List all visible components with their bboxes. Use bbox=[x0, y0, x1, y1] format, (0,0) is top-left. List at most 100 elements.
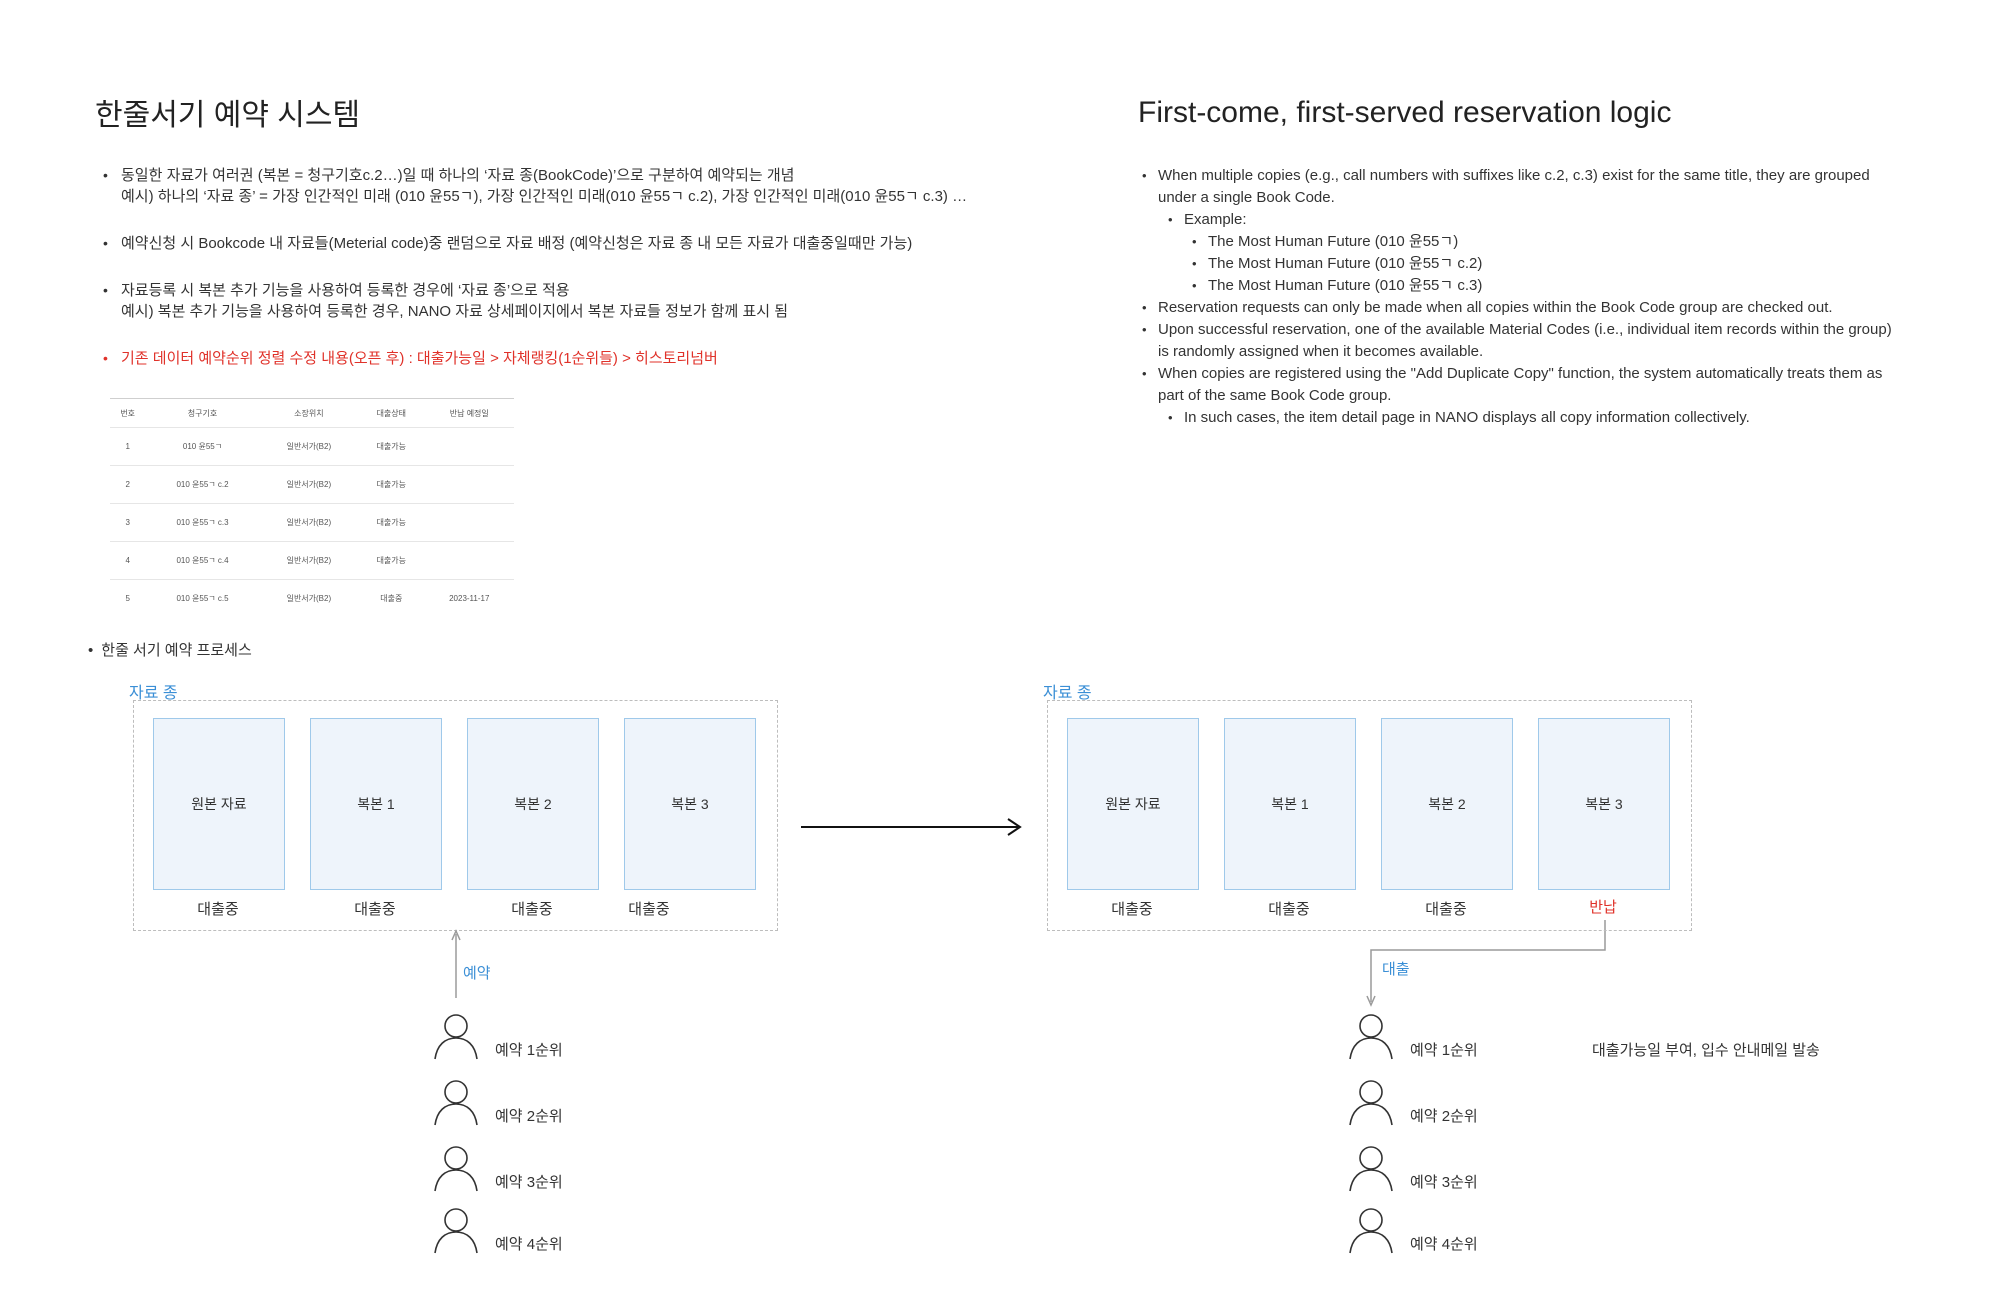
process-label: • 한줄 서기 예약 프로세스 bbox=[88, 639, 252, 660]
table-cell: 5 bbox=[125, 594, 130, 603]
queue-rank-label: 예약 4순위 bbox=[1410, 1236, 1478, 1253]
table-cell: 대출가능 bbox=[358, 465, 425, 504]
reservation-arrow bbox=[451, 929, 461, 998]
table-cell: 대출가능 bbox=[358, 427, 425, 466]
before-queue-item-4: 예약 4순위 bbox=[431, 1205, 691, 1261]
person-icon bbox=[1349, 1080, 1393, 1126]
after-book-copy-1: 복본 1 bbox=[1224, 718, 1356, 890]
table-cell: 4 bbox=[110, 541, 146, 580]
table-header-cell: 반납 예정일 bbox=[424, 398, 514, 428]
table-header-cell: 소장위치 bbox=[259, 398, 359, 428]
before-status-copy-3: 대출중 bbox=[628, 901, 670, 918]
after-status-copy-3-returned: 반납 bbox=[1589, 899, 1617, 916]
after-status-original: 대출중 bbox=[1111, 901, 1153, 918]
table-row: 3 010 윤55ㄱ c.3 일반서가(B2) 대출가능 bbox=[110, 503, 514, 542]
table-cell: 대출가능 bbox=[358, 541, 425, 580]
table-cell: 2 bbox=[110, 465, 146, 504]
queue-rank-label: 예약 1순위 bbox=[495, 1042, 563, 1059]
table-cell bbox=[424, 427, 514, 466]
korean-bullet-3-line-2: 예시) 복본 추가 기능을 사용하여 등록한 경우, NANO 자료 상세페이지… bbox=[121, 303, 789, 320]
table-cell: 일반서가(B2) bbox=[259, 503, 359, 542]
after-book-copy-2: 복본 2 bbox=[1381, 718, 1513, 890]
korean-bullet-1-line-2: 예시) 하나의 ‘자료 종’ = 가장 인간적인 미래 (010 윤55ㄱ), … bbox=[121, 188, 968, 205]
korean-bullet-4-line-1: 기존 데이터 예약순위 정렬 수정 내용(오픈 후) : 대출가능일 > 자체랭… bbox=[121, 350, 718, 367]
table-cell: 010 윤55ㄱ c.2 bbox=[145, 465, 260, 504]
korean-bullet-1: 동일한 자료가 여러권 (복본 = 청구기호c.2…)일 때 하나의 ‘자료 종… bbox=[101, 165, 1001, 207]
korean-bullet-4-highlight: 기존 데이터 예약순위 정렬 수정 내용(오픈 후) : 대출가능일 > 자체랭… bbox=[101, 348, 1001, 369]
queue-rank-label: 예약 2순위 bbox=[495, 1108, 563, 1125]
queue-rank-label: 예약 3순위 bbox=[1410, 1174, 1478, 1191]
before-queue-item-2: 예약 2순위 bbox=[431, 1077, 691, 1133]
before-book-original: 원본 자료 bbox=[153, 718, 285, 890]
table-cell: 1 bbox=[110, 427, 146, 466]
table-cell: 010 윤55ㄱ c.3 bbox=[145, 503, 260, 542]
queue-rank-label: 예약 1순위 bbox=[1410, 1042, 1478, 1059]
table-cell: 010 윤55ㄱ bbox=[145, 427, 260, 466]
before-queue-item-1: 예약 1순위 bbox=[431, 1011, 691, 1067]
person-icon bbox=[434, 1080, 478, 1126]
loan-connector bbox=[1366, 920, 1606, 1007]
before-group-label: 자료 종 bbox=[129, 685, 178, 702]
person-icon bbox=[1349, 1014, 1393, 1060]
korean-bullet-3-line-1: 자료등록 시 복본 추가 기능을 사용하여 등록한 경우에 ‘자료 종’으로 적… bbox=[121, 282, 570, 299]
queue-rank-label: 예약 4순위 bbox=[495, 1236, 563, 1253]
table-row: 1 010 윤55ㄱ 일반서가(B2) 대출가능 bbox=[110, 427, 514, 466]
after-queue-item-2: 예약 2순위 bbox=[1346, 1077, 1606, 1133]
english-bullet: Reservation requests can only be made wh… bbox=[1142, 297, 1902, 319]
person-icon bbox=[1349, 1208, 1393, 1254]
queue-rank-label: 예약 3순위 bbox=[495, 1174, 563, 1191]
korean-title: 한줄서기 예약 시스템 bbox=[95, 99, 361, 132]
table-cell: 일반서가(B2) bbox=[259, 465, 359, 504]
table-row: 5 010 윤55ㄱ c.5 일반서가(B2) 대출중 2023-11-17 bbox=[110, 580, 514, 618]
korean-bullet-3: 자료등록 시 복본 추가 기능을 사용하여 등록한 경우에 ‘자료 종’으로 적… bbox=[101, 280, 1001, 322]
after-status-copy-1: 대출중 bbox=[1268, 901, 1310, 918]
before-book-copy-3: 복본 3 bbox=[624, 718, 756, 890]
before-queue-item-3: 예약 3순위 bbox=[431, 1143, 691, 1199]
korean-bullet-list: 동일한 자료가 여러권 (복본 = 청구기호c.2…)일 때 하나의 ‘자료 종… bbox=[101, 165, 1001, 369]
english-title: First-come, first-served reservation log… bbox=[1138, 96, 1672, 129]
korean-bullet-2-line-1: 예약신청 시 Bookcode 내 자료들(Meterial code)중 랜덤… bbox=[121, 235, 913, 252]
queue-rank-label: 예약 2순위 bbox=[1410, 1108, 1478, 1125]
after-group-box bbox=[1047, 700, 1692, 931]
after-queue-item-3: 예약 3순위 bbox=[1346, 1143, 1606, 1199]
before-book-copy-2: 복본 2 bbox=[467, 718, 599, 890]
english-bullet: The Most Human Future (010 윤55ㄱ c.3) bbox=[1142, 275, 1902, 297]
before-status-copy-2: 대출중 bbox=[511, 901, 553, 918]
english-bullet: When copies are registered using the "Ad… bbox=[1142, 363, 1902, 407]
person-icon bbox=[1349, 1146, 1393, 1192]
table-header-cell: 대출상태 bbox=[358, 398, 425, 428]
table-cell: 일반서가(B2) bbox=[259, 541, 359, 580]
first-reserver-note: 대출가능일 부여, 입수 안내메일 발송 bbox=[1592, 1042, 1820, 1059]
loan-edge-label: 대출 bbox=[1382, 961, 1410, 978]
table-cell: 3 bbox=[110, 503, 146, 542]
person-icon bbox=[434, 1208, 478, 1254]
table-cell: 일반서가(B2) bbox=[259, 427, 359, 466]
table-cell: 대출중 bbox=[380, 594, 403, 603]
person-icon bbox=[434, 1014, 478, 1060]
english-bullet: Upon successful reservation, one of the … bbox=[1142, 319, 1902, 363]
table-cell bbox=[424, 503, 514, 542]
table-header-row: 번호 청구기호 소장위치 대출상태 반납 예정일 bbox=[110, 398, 514, 428]
korean-bullet-1-line-1: 동일한 자료가 여러권 (복본 = 청구기호c.2…)일 때 하나의 ‘자료 종… bbox=[121, 167, 795, 184]
process-bullet-dot: • bbox=[88, 642, 94, 659]
table-cell: 010 윤55ㄱ c.4 bbox=[145, 541, 260, 580]
english-bullet: The Most Human Future (010 윤55ㄱ) bbox=[1142, 231, 1902, 253]
copy-status-table: 번호 청구기호 소장위치 대출상태 반납 예정일 1 010 윤55ㄱ 일반서가… bbox=[110, 398, 514, 617]
table-row: 4 010 윤55ㄱ c.4 일반서가(B2) 대출가능 bbox=[110, 541, 514, 580]
table-cell bbox=[424, 541, 514, 580]
korean-bullet-2: 예약신청 시 Bookcode 내 자료들(Meterial code)중 랜덤… bbox=[101, 233, 1001, 254]
table-row: 2 010 윤55ㄱ c.2 일반서가(B2) 대출가능 bbox=[110, 465, 514, 504]
after-status-copy-2: 대출중 bbox=[1425, 901, 1467, 918]
table-header-cell: 청구기호 bbox=[145, 398, 260, 428]
person-icon bbox=[434, 1146, 478, 1192]
before-book-copy-1: 복본 1 bbox=[310, 718, 442, 890]
table-cell bbox=[424, 465, 514, 504]
after-queue-item-1: 예약 1순위 대출가능일 부여, 입수 안내메일 발송 bbox=[1346, 1011, 1906, 1067]
english-bullet: The Most Human Future (010 윤55ㄱ c.2) bbox=[1142, 253, 1902, 275]
transition-arrow bbox=[801, 818, 1022, 836]
process-label-text: 한줄 서기 예약 프로세스 bbox=[101, 642, 252, 659]
before-status-original: 대출중 bbox=[197, 901, 239, 918]
english-bullet: When multiple copies (e.g., call numbers… bbox=[1142, 165, 1902, 209]
english-bullet-list: When multiple copies (e.g., call numbers… bbox=[1142, 165, 1902, 429]
